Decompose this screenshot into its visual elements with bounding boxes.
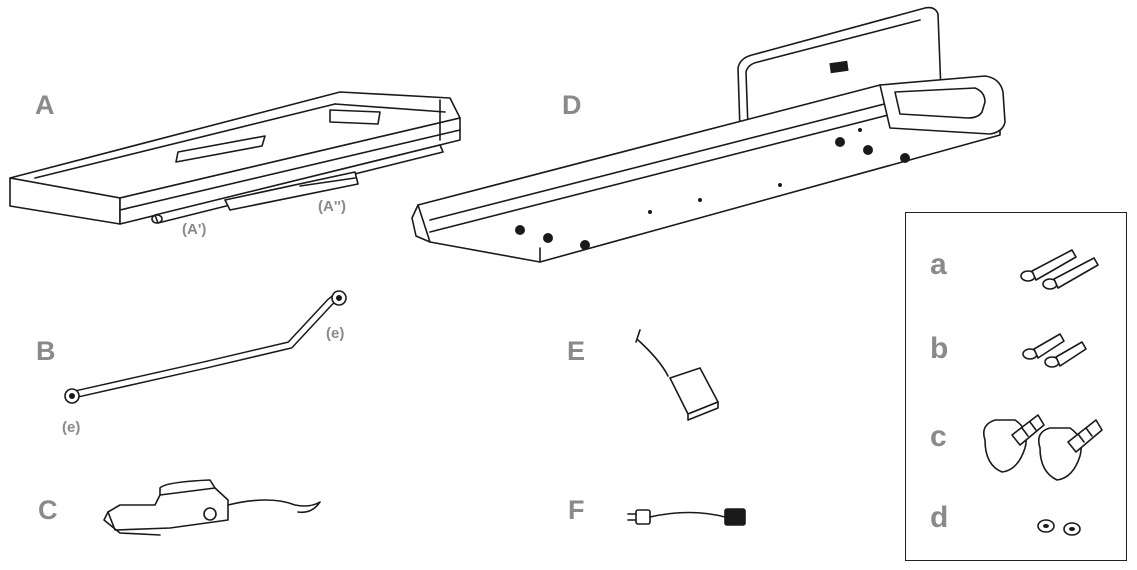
part-label-c: C: [38, 495, 58, 525]
part-b-rod: [64, 290, 347, 404]
part-e-adaptor: [635, 329, 719, 421]
part-d-keyboard: [411, 6, 1006, 263]
hardware-label-a: a: [930, 248, 947, 281]
rod-end-label-bottom: (e): [62, 419, 81, 436]
part-a-stand-frame: [9, 91, 461, 225]
part-label-d: D: [562, 90, 582, 120]
hardware-label-d: d: [930, 501, 949, 534]
hardware-a-long-screws: [1020, 249, 1099, 290]
hardware-d-washers: [1037, 519, 1081, 536]
hardware-label-b: b: [930, 332, 949, 365]
hardware-panel: [905, 212, 1127, 561]
hardware-c-knob-bolts: [982, 414, 1103, 481]
part-label-a-prime: (A'): [182, 221, 207, 238]
part-f-power-cord: [627, 508, 746, 526]
hardware-label-c: c: [930, 420, 947, 453]
part-label-b: B: [36, 336, 56, 366]
part-label-f: F: [568, 495, 585, 525]
hardware-b-short-screws: [1022, 333, 1087, 368]
rod-end-label-top: (e): [326, 325, 345, 342]
part-c-pedal: [103, 479, 321, 536]
part-label-a: A: [35, 90, 55, 120]
part-label-a-double-prime: (A''): [318, 198, 346, 215]
part-label-e: E: [567, 336, 586, 366]
